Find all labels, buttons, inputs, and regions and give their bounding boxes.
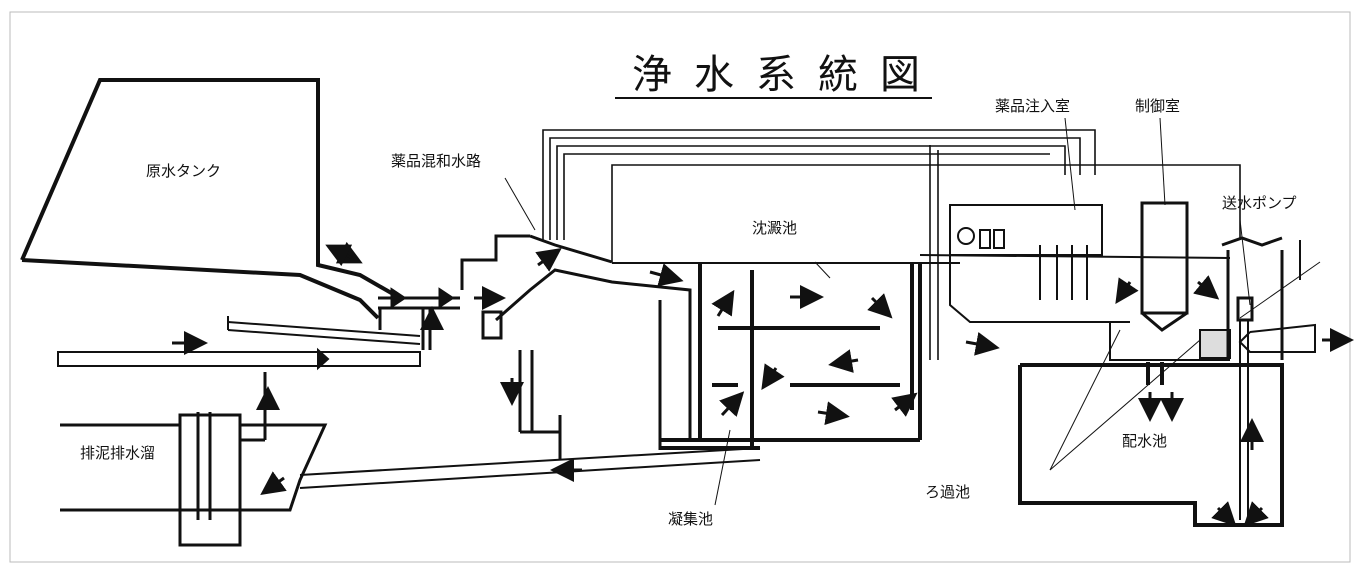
sedimentation-basin	[612, 262, 960, 450]
label-raw-water-tank: 原水タンク	[146, 162, 222, 180]
chemical-mixing-channel	[460, 234, 692, 460]
label-filter-basin: ろ過池	[925, 483, 971, 501]
sludge-drain-tank	[60, 372, 328, 547]
label-leaders	[504, 117, 1321, 506]
drain-pipe	[57, 316, 421, 371]
label-chemical-injection-room: 薬品注入室	[995, 97, 1071, 115]
pump-well	[1221, 236, 1316, 520]
page-frame	[9, 11, 1351, 563]
flow-arrows	[172, 241, 1354, 527]
label-chemical-mixing-channel: 薬品混和水路	[391, 152, 482, 170]
raw-water-tank	[20, 78, 401, 320]
label-sedimentation-basin: 沈澱池	[752, 219, 798, 237]
label-pump: 送水ポンプ	[1222, 194, 1297, 212]
label-sludge-drain: 排泥排水溜	[80, 444, 156, 462]
chemical-injection-room	[949, 204, 1130, 323]
label-distribution-reservoir: 配水池	[1122, 432, 1168, 450]
filter-basin	[919, 254, 1231, 361]
diagram-title: 浄水系統図	[632, 52, 942, 98]
control-room	[1140, 201, 1189, 332]
label-coagulation-basin: 凝集池	[668, 510, 714, 528]
return-pipe	[299, 447, 761, 489]
chemical-feed-lines	[542, 129, 1241, 360]
label-control-room: 制御室	[1135, 97, 1181, 115]
